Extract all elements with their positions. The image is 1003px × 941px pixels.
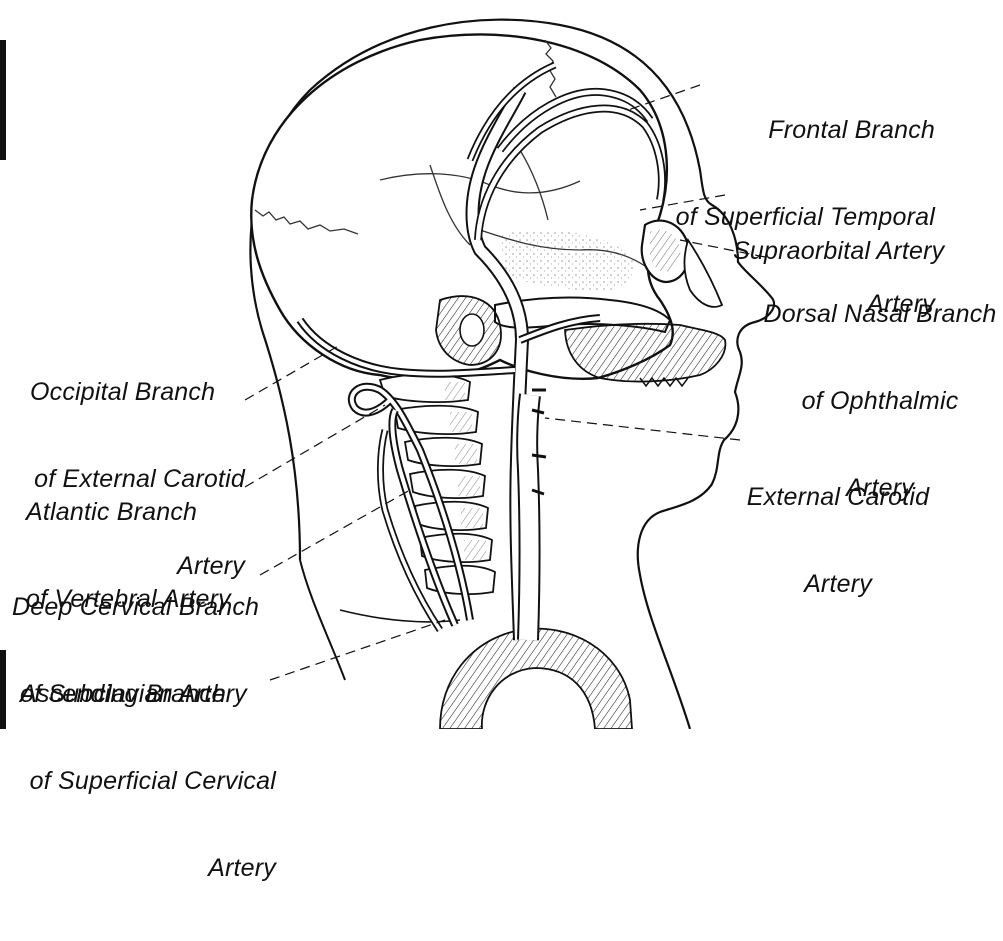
aortic-arch [440, 629, 632, 729]
anatomy-illustration: Frontal Branch of Superficial Temporal A… [0, 0, 1003, 729]
clavicle [340, 610, 460, 622]
label-ascending-branch: Ascending Branch of Superficial Cervical… [20, 622, 276, 941]
ear-canal [460, 314, 484, 346]
label-dorsal-nasal-line1: Dorsal Nasal Branch [762, 300, 998, 329]
label-frontal-line1: Frontal Branch [676, 116, 935, 145]
label-atlantic-line1: Atlantic Branch [26, 498, 231, 527]
leader-ascending [270, 620, 445, 680]
label-dorsal-nasal-line2: of Ophthalmic [762, 387, 998, 416]
leader-deep-cervical [260, 490, 410, 575]
label-ascending-line3: Artery [20, 854, 276, 883]
label-deep-cervical-line1: Deep Cervical Branch [12, 593, 259, 622]
label-external-carotid-artery: External Carotid Artery [738, 425, 938, 657]
leader-atlantic [245, 405, 385, 487]
label-external-carotid-line1: External Carotid [738, 483, 938, 512]
leader-external-carotid [545, 418, 740, 440]
label-occipital-line1: Occipital Branch [30, 378, 245, 407]
label-external-carotid-line2: Artery [738, 570, 938, 599]
label-ascending-line1: Ascending Branch [20, 680, 276, 709]
left-edge-bar-bottom [0, 650, 6, 729]
left-edge-bar-top [0, 40, 6, 160]
label-ascending-line2: of Superficial Cervical [20, 767, 276, 796]
